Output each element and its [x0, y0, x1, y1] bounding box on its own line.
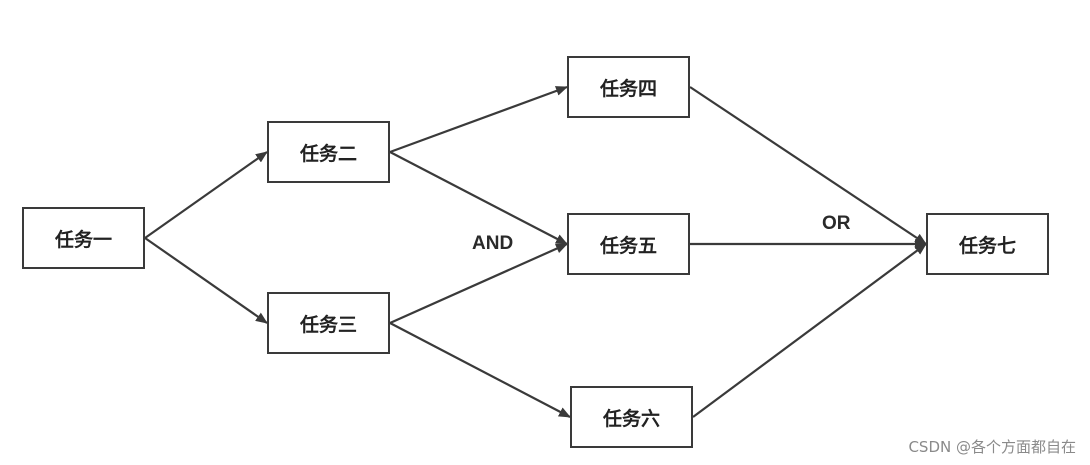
edge-t6-to-t7: [692, 243, 927, 418]
node-task-3[interactable]: 任务三: [267, 292, 390, 354]
watermark: CSDN @各个方面都自在: [908, 438, 1076, 456]
node-task-4[interactable]: 任务四: [567, 56, 690, 118]
node-task-1[interactable]: 任务一: [22, 207, 145, 269]
and-label: AND: [472, 233, 514, 254]
edge-t4-to-t7: [689, 86, 927, 245]
node-task-6[interactable]: 任务六: [570, 386, 693, 448]
or-label: OR: [822, 213, 851, 234]
node-task-2[interactable]: 任务二: [267, 121, 390, 183]
edge-t2-to-t4: [389, 85, 568, 154]
edge-t1-to-t3: [144, 237, 268, 324]
node-task-7[interactable]: 任务七: [926, 213, 1049, 275]
edge-t1-to-t2: [144, 151, 268, 239]
edge-t3-to-t6: [389, 322, 571, 418]
edges-layer: [144, 85, 927, 418]
edge-t3-to-t5: [389, 242, 568, 325]
node-task-5[interactable]: 任务五: [567, 213, 690, 275]
edge-t2-to-t5: [389, 151, 568, 245]
